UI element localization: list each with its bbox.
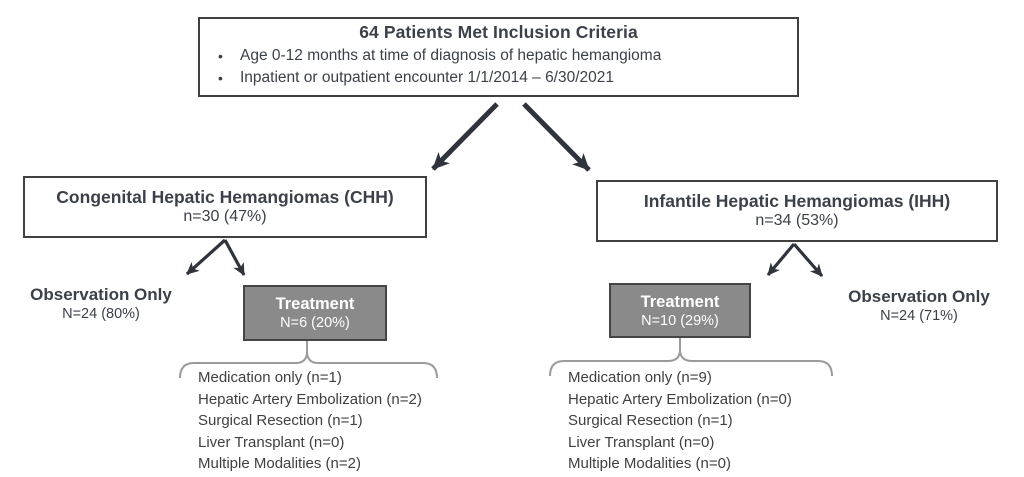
chh-branch-count: n=30 (47%) [183, 208, 267, 225]
arrow-root-to-ihh [522, 102, 591, 172]
ihh-modality-resection: Surgical Resection (n=1) [568, 412, 733, 430]
ihh-observation-label: Observation Only [848, 287, 990, 306]
chh-branch-title: Congenital Hepatic Hemangiomas (CHH) [56, 187, 394, 207]
chh-treatment-label: Treatment [275, 295, 355, 313]
ihh-modality-list: Medication only (n=9) Hepatic Artery Emb… [568, 367, 792, 475]
ihh-observation-node: Observation Only N=24 (71%) [831, 286, 1007, 325]
inclusion-criteria-title: 64 Patients Met Inclusion Criteria [359, 22, 638, 42]
chh-modality-medication: Medication only (n=1) [198, 369, 342, 386]
ihh-branch-title: Infantile Hepatic Hemangiomas (IHH) [643, 191, 951, 211]
chh-treatment-box: Treatment N=6 (20%) [243, 285, 387, 341]
ihh-modality-transplant: Liver Transplant (n=0) [568, 433, 715, 451]
inclusion-bullet-encounter: Inpatient or outpatient encounter 1/1/20… [210, 67, 787, 89]
chh-branch-box: Congenital Hepatic Hemangiomas (CHH) n=3… [23, 176, 427, 238]
chh-modality-resection: Surgical Resection (n=1) [198, 412, 363, 430]
ihh-treatment-count: N=10 (29%) [641, 312, 719, 329]
arrow-chh-to-observation [185, 238, 227, 276]
chh-observation-node: Observation Only N=24 (80%) [13, 284, 189, 323]
inclusion-bullet-age: Age 0-12 months at time of diagnosis of … [210, 45, 787, 67]
ihh-modality-embolization: Hepatic Artery Embolization (n=0) [568, 390, 792, 408]
ihh-treatment-box: Treatment N=10 (29%) [609, 283, 751, 338]
ihh-treatment-label: Treatment [640, 292, 720, 311]
arrow-ihh-to-treatment [766, 242, 796, 277]
chh-modality-multiple: Multiple Modalities (n=2) [198, 455, 361, 473]
ihh-observation-count: N=24 (71%) [880, 308, 958, 324]
arrow-ihh-to-observation [792, 242, 824, 278]
chh-observation-label: Observation Only [30, 285, 172, 304]
chh-modality-transplant: Liver Transplant (n=0) [198, 433, 345, 451]
arrow-chh-to-treatment [223, 239, 246, 276]
chh-treatment-count: N=6 (20%) [280, 315, 350, 331]
inclusion-criteria-bullets: Age 0-12 months at time of diagnosis of … [210, 45, 787, 89]
inclusion-criteria-box: 64 Patients Met Inclusion Criteria Age 0… [198, 17, 799, 97]
ihh-branch-box: Infantile Hepatic Hemangiomas (IHH) n=34… [596, 180, 998, 242]
chh-observation-count: N=24 (80%) [62, 306, 140, 322]
ihh-modality-multiple: Multiple Modalities (n=0) [568, 455, 731, 473]
chh-modality-embolization: Hepatic Artery Embolization (n=2) [198, 390, 422, 408]
ihh-branch-count: n=34 (53%) [755, 212, 839, 229]
ihh-modality-medication: Medication only (n=9) [568, 369, 712, 386]
arrow-root-to-chh [431, 102, 499, 171]
chh-modality-list: Medication only (n=1) Hepatic Artery Emb… [198, 367, 422, 475]
